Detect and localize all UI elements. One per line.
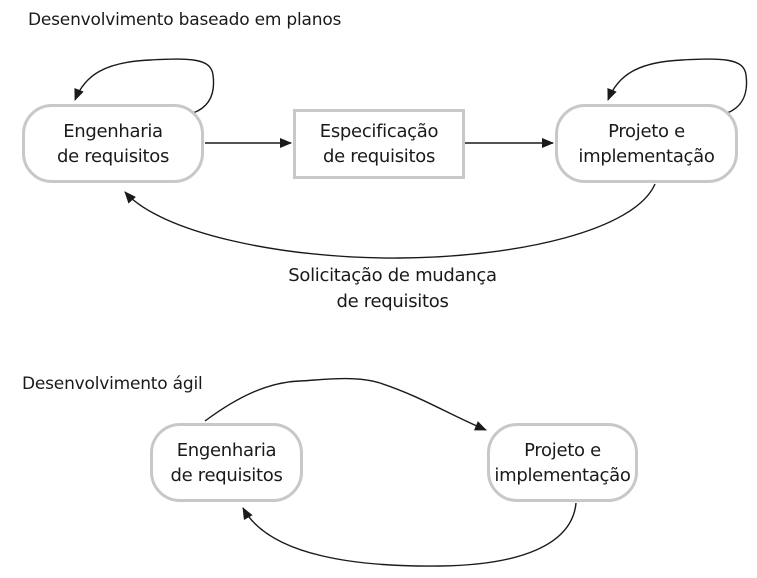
node-label-line2: de requisitos — [322, 146, 436, 167]
node-label-line2: implementação — [578, 145, 715, 167]
node-label-line2: de requisitos — [56, 145, 170, 167]
node-label-line1: Projeto e — [608, 120, 685, 142]
agile-node-design-implementation: Projeto e implementação — [487, 423, 638, 502]
change-request-label-line1: Solicitação de mudança — [288, 265, 497, 286]
change-request-label: Solicitação de mudança de requisitos — [260, 263, 525, 315]
plan-driven-title: Desenvolvimento baseado em planos — [28, 10, 342, 30]
edge-agile-design-to-requirements — [242, 502, 577, 567]
agile-title: Desenvolvimento ágil — [22, 374, 203, 394]
change-request-label-line2: de requisitos — [336, 291, 449, 312]
node-label-line1: Especificação — [319, 121, 439, 142]
edge-agile-requirements-to-design — [204, 377, 487, 431]
edge-self-loop-requirements-engineering — [74, 58, 215, 114]
edge-change-request-to-requirements-engineering — [124, 183, 656, 259]
node-label-line1: Engenharia — [63, 120, 163, 142]
node-label-line1: Projeto e — [524, 439, 601, 461]
node-label-line1: Engenharia — [176, 439, 277, 461]
plan-node-requirements-specification: Especificação de requisitos — [293, 109, 465, 179]
plan-node-requirements-engineering: Engenharia de requisitos — [22, 104, 204, 183]
node-label-line2: implementação — [494, 464, 631, 486]
node-label-line2: de requisitos — [170, 464, 283, 486]
edge-self-loop-design-implementation — [607, 58, 748, 114]
plan-node-design-implementation: Projeto e implementação — [555, 104, 738, 183]
agile-node-requirements-engineering: Engenharia de requisitos — [150, 423, 303, 502]
